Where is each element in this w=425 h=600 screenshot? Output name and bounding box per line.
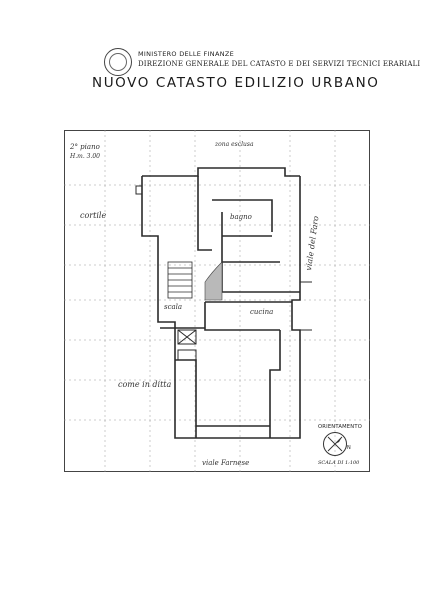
courtyard-label: cortile (80, 211, 107, 220)
wall-details (135, 185, 312, 331)
ceiling-height-label: H.m. 3.00 (70, 153, 101, 160)
bottom-street-label: viale Farnese (202, 459, 250, 467)
directorate-name: DIREZIONE GENERALE DEL CATASTO E DEI SER… (138, 60, 421, 68)
stairs-label: scala (164, 303, 183, 311)
state-seal-icon (104, 48, 132, 76)
north-arrow-icon: N (323, 432, 351, 456)
register-title: NUOVO CATASTO EDILIZIO URBANO (92, 75, 380, 91)
scale-label: SCALA DI 1:100 (318, 460, 360, 466)
floor-label: 2° piano (70, 143, 100, 151)
lift-shafts (177, 329, 197, 361)
document-header: MINISTERO DELLE FINANZE DIREZIONE GENERA… (0, 0, 425, 100)
same-as-label: come in ditta (118, 380, 172, 389)
shaded-shaft (204, 261, 223, 301)
ministry-name: MINISTERO DELLE FINANZE (138, 50, 235, 58)
building-walls (141, 167, 301, 439)
excluded-zone-label: zona esclusa (215, 141, 254, 148)
kitchen-label: cucina (250, 308, 274, 316)
grid-lines (64, 130, 370, 472)
plan-sheet (64, 130, 370, 472)
north-marker: N (347, 445, 351, 451)
orientation-label: ORIENTAMENTO (318, 424, 362, 430)
bathroom-label: bagno (230, 213, 252, 221)
stair-treads (167, 261, 193, 299)
